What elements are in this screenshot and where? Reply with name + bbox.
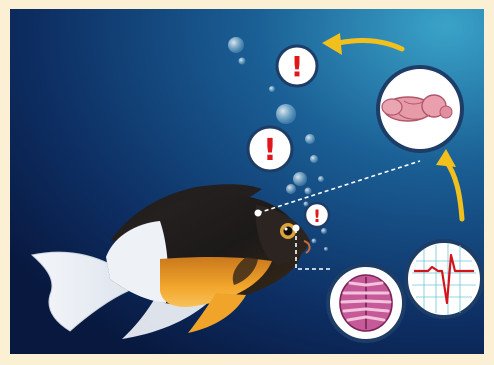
alert-bubble-large: ! xyxy=(277,46,317,86)
gills-icon xyxy=(340,275,392,331)
alert-bubble-medium: ! xyxy=(248,127,292,171)
exclamation-icon: ! xyxy=(291,50,304,83)
heart-trace-panel xyxy=(406,241,482,317)
brain-panel xyxy=(378,67,462,151)
gill-panel xyxy=(328,265,404,341)
exclamation-icon: ! xyxy=(313,207,321,227)
alert-bubble-small: ! xyxy=(305,203,329,227)
underwater-scene: ! ! ! xyxy=(10,9,484,354)
diagram-canvas: ! ! ! xyxy=(10,9,484,354)
exclamation-icon: ! xyxy=(263,133,277,168)
